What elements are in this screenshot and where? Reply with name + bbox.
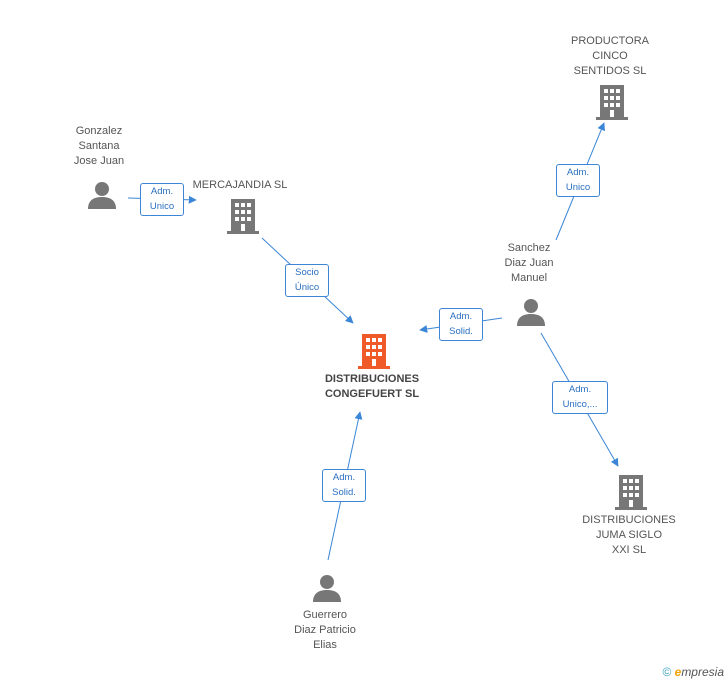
brand-logo-e: e (674, 665, 682, 679)
productora-label[interactable]: PRODUCTORA CINCO SENTIDOS SL (570, 35, 650, 77)
guerrero-person-icon[interactable] (312, 573, 342, 603)
guerrero-label[interactable]: Guerrero Diaz Patricio Elias (294, 609, 356, 651)
edge-label-mercajandia-main: Socio Único (285, 264, 329, 297)
gonzalez-label[interactable]: Gonzalez Santana Jose Juan (73, 125, 125, 167)
brand-name: mpresia (681, 665, 724, 679)
footer-brand: © empresia (662, 665, 724, 679)
edge-label-sanchez-productora: Adm. Unico (556, 164, 600, 197)
edge-label-gonzalez-mercajandia: Adm. Unico (140, 183, 184, 216)
main-company-building-icon[interactable] (358, 333, 390, 369)
mercajandia-label[interactable]: MERCAJANDIA SL (192, 179, 288, 191)
sanchez-label[interactable]: Sanchez Diaz Juan Manuel (504, 242, 554, 284)
edge-label-sanchez-juma: Adm. Unico,... (552, 381, 608, 414)
main-company-label[interactable]: DISTRIBUCIONES CONGEFUERT SL (324, 373, 420, 400)
edge-label-guerrero-main: Adm. Solid. (322, 469, 366, 502)
gonzalez-person-icon[interactable] (87, 180, 117, 210)
edge-label-sanchez-main: Adm. Solid. (439, 308, 483, 341)
sanchez-person-icon[interactable] (516, 297, 546, 327)
juma-label[interactable]: DISTRIBUCIONES JUMA SIGLO XXI SL (582, 514, 676, 556)
copyright-icon: © (662, 665, 672, 679)
juma-building-icon[interactable] (615, 474, 647, 510)
productora-building-icon[interactable] (596, 84, 628, 120)
mercajandia-building-icon[interactable] (227, 198, 259, 234)
